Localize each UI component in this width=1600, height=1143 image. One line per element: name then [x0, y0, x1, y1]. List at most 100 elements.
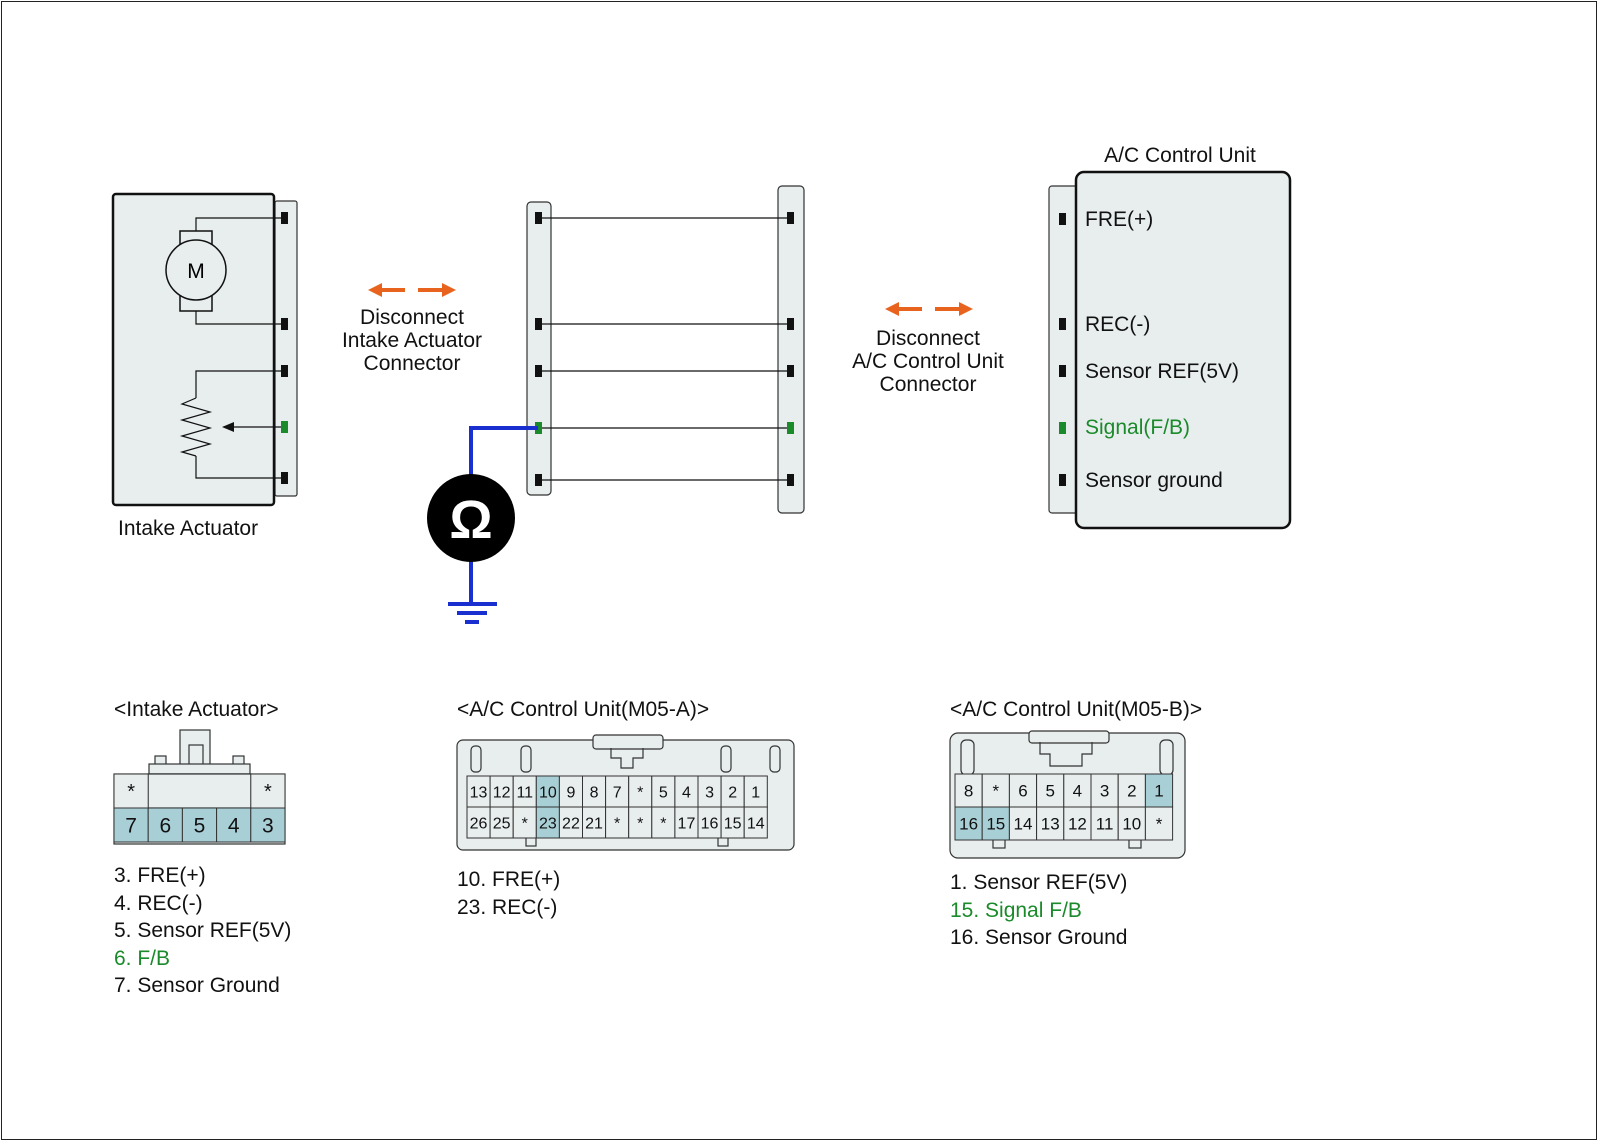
m05a-pin-23: 23. REC(-)	[457, 895, 558, 919]
disconnect-right-line-1: Disconnect	[876, 327, 980, 350]
m05b-pin-1: 1. Sensor REF(5V)	[950, 871, 1128, 894]
intake-pin-label: 7	[125, 815, 137, 838]
m05a-pin-label: 21	[585, 815, 603, 832]
m05a-pin-cell	[743, 806, 768, 839]
ac-control-unit	[1048, 170, 1292, 530]
disconnect-right-line-3: Connector	[879, 373, 977, 396]
harness	[526, 185, 805, 514]
m05b-pin-list: 1. Sensor REF(5V) 15. Signal F/B 16. Sen…	[950, 869, 1127, 952]
disconnect-left-line-2: Intake Actuator	[341, 329, 483, 352]
m05b-pin-cell	[1117, 773, 1146, 808]
m05a-pin-label: *	[637, 815, 643, 832]
acu-pin-fre: FRE(+)	[1085, 208, 1154, 231]
m05b-pin-cell	[1144, 806, 1174, 841]
ohmmeter: Ω	[427, 426, 538, 624]
disconnect-right-line-2: A/C Control Unit	[852, 350, 1004, 373]
m05b-pin-label: 16	[959, 815, 978, 834]
disconnect-left-line-3: Connector	[363, 352, 461, 375]
m05a-pin-label: 15	[724, 815, 742, 832]
intake-pin-cell	[216, 807, 252, 843]
m05a-pin-label: 8	[590, 784, 599, 801]
intake-pin-label: *	[264, 781, 272, 803]
m05a-connector-title: <A/C Control Unit(M05-A)>	[457, 698, 710, 721]
intake-pin-label: 4	[228, 815, 240, 838]
m05b-connector-title: <A/C Control Unit(M05-B)>	[950, 698, 1203, 721]
intake-pin-label: *	[127, 781, 135, 803]
m05b-pin-label: 1	[1154, 782, 1163, 801]
m05a-pin-label: *	[660, 815, 666, 832]
m05a-pin-label: 1	[751, 784, 760, 801]
m05a-pin-label: 13	[470, 784, 488, 801]
acu-pin-sensor-ground: Sensor ground	[1085, 469, 1223, 492]
m05b-pin-label: *	[992, 782, 999, 801]
m05a-pin-list: 10. FRE(+) 23. REC(-)	[457, 866, 560, 921]
m05a-pin-label: 3	[705, 784, 714, 801]
m05a-pin-label: 4	[682, 784, 691, 801]
intake-pin-cell	[250, 807, 286, 843]
intake-pin-5: 5. Sensor REF(5V)	[114, 919, 292, 942]
intake-pin-3: 3. FRE(+)	[114, 864, 206, 887]
acu-pin-rec: REC(-)	[1085, 313, 1151, 336]
m05a-pin-label: 17	[678, 815, 696, 832]
m05b-pin-16: 16. Sensor Ground	[950, 926, 1128, 949]
m05a-pin-label: *	[522, 815, 528, 832]
intake-actuator: M	[111, 192, 298, 507]
m05a-pin-label: 7	[613, 784, 622, 801]
acu-pin-signal-fb: Signal(F/B)	[1085, 416, 1191, 439]
potentiometer-symbol	[179, 370, 284, 479]
m05a-pin-label: 26	[470, 815, 488, 832]
intake-pin-4: 4. REC(-)	[114, 891, 203, 915]
m05b-pin-label: 6	[1018, 782, 1027, 801]
m05b-pin-label: *	[1156, 815, 1163, 834]
intake-pin-7: 7. Sensor Ground	[114, 974, 280, 997]
m05b-pin-label: 14	[1014, 815, 1033, 834]
m05b-pin-cell	[1144, 773, 1174, 808]
motor-symbol: M	[165, 217, 284, 325]
intake-pin-cell	[113, 807, 149, 843]
m05b-pin-label: 3	[1100, 782, 1109, 801]
m05a-pin-label: 9	[566, 784, 575, 801]
m05b-pin-label: 13	[1041, 815, 1060, 834]
m05b-pin-cell	[1036, 806, 1065, 841]
intake-pin-cell	[250, 773, 286, 809]
m05b-pin-label: 11	[1096, 815, 1114, 834]
m05b-pin-cell	[954, 806, 983, 841]
disconnect-arrows-right	[885, 302, 973, 316]
m05a-pin-label: *	[637, 784, 643, 801]
m05b-pin-cell	[1063, 773, 1092, 808]
m05b-pin-cell	[1008, 806, 1038, 841]
m05a-pin-label: 23	[539, 815, 557, 832]
m05a-pin-label: 25	[493, 815, 511, 832]
disconnect-arrows-left	[368, 283, 456, 297]
m05a-pin-label: 12	[493, 784, 511, 801]
acu-title: A/C Control Unit	[1104, 144, 1256, 167]
m05a-pin-10: 10. FRE(+)	[457, 868, 561, 891]
intake-pin-6: 6. F/B	[114, 946, 171, 970]
m05b-pin-15: 15. Signal F/B	[950, 898, 1082, 922]
m05b-pin-label: 5	[1045, 782, 1054, 801]
m05a-pin-label: *	[614, 815, 620, 832]
m05b-pin-cell	[1090, 806, 1119, 841]
m05b-pin-cell	[981, 773, 1010, 808]
m05a-pin-label: 22	[562, 815, 580, 832]
acu-pin-sensor-ref: Sensor REF(5V)	[1085, 360, 1240, 383]
intake-pin-label: 3	[262, 815, 274, 838]
m05a-pin-label: 16	[701, 815, 719, 832]
m05b-pin-label: 15	[986, 815, 1005, 834]
m05b-pin-label: 2	[1127, 782, 1136, 801]
intake-connector-title: <Intake Actuator>	[114, 698, 279, 721]
m05b-pin-label: 10	[1122, 815, 1141, 834]
intake-pin-label: 6	[159, 815, 171, 838]
m05a-pin-label: 5	[659, 784, 668, 801]
m05b-pin-label: 12	[1068, 815, 1087, 834]
m05a-pin-label: 2	[728, 784, 737, 801]
m05b-pin-cell	[1008, 773, 1038, 808]
intake-pin-label: 5	[194, 815, 206, 838]
m05b-pin-label: 8	[964, 782, 973, 801]
intake-actuator-label: Intake Actuator	[118, 517, 259, 540]
